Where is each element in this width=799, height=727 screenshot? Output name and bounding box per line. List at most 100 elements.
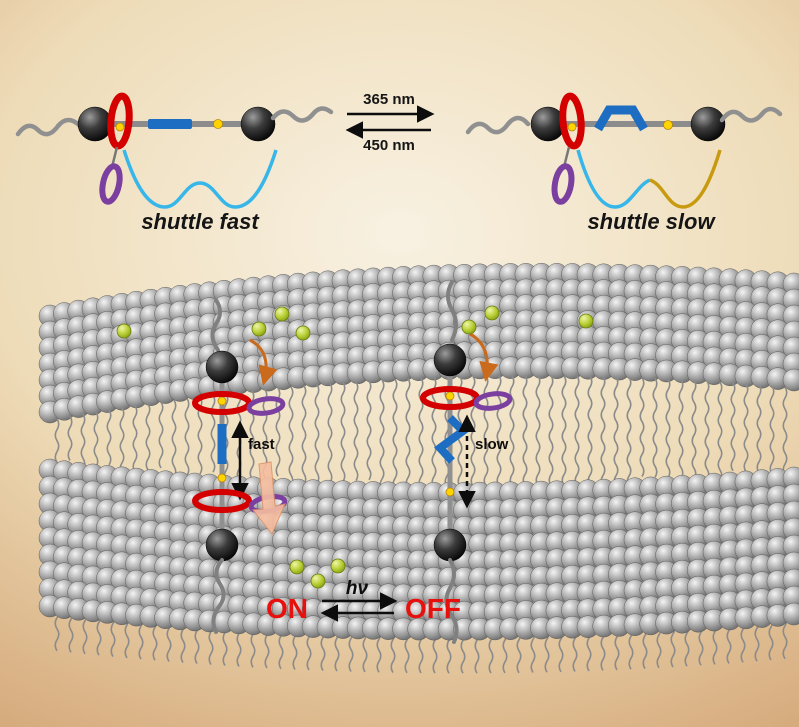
lipid-tail [613, 376, 619, 488]
binding-site-dot [567, 122, 577, 132]
binding-site-dot [217, 396, 227, 406]
lipid-tail [678, 379, 684, 479]
membrane-shuttle-fast: fast [192, 298, 288, 634]
photoswitch-equilibrium: 365 nm 450 nm [345, 91, 435, 154]
lipid-tail [132, 405, 138, 473]
lipid-tail [730, 382, 736, 472]
top-chain [210, 298, 222, 352]
rotaxane-cis-molecule: shuttle slow [465, 92, 783, 234]
wavelength-reverse: 450 nm [363, 137, 415, 154]
lipid-tail [769, 385, 775, 475]
stopper-sphere [240, 106, 276, 142]
lipid-tail [717, 381, 723, 482]
alkyl-chain-right [719, 106, 783, 123]
lipid-tail [93, 411, 99, 468]
azobenzene-cis-station [594, 105, 648, 132]
alkyl-chain-right [270, 106, 334, 123]
lipid-head [782, 602, 799, 626]
binding-site-dot [217, 473, 227, 483]
lipid-tail [379, 379, 385, 491]
lipid-tail [288, 386, 294, 487]
red-macrocycle-lower [192, 489, 252, 513]
fast-label: fast [248, 436, 275, 453]
lipid-tail [574, 375, 580, 487]
lipid-tail [548, 375, 554, 487]
stopper-sphere [433, 343, 467, 377]
lipid-tail [366, 380, 372, 481]
purple-macrocycle [551, 163, 575, 205]
double-well-potential-slow-right [649, 149, 722, 209]
lipid-tail [184, 398, 190, 476]
lipid-tail [327, 383, 333, 483]
ion-group [116, 305, 594, 589]
lipid-tail [80, 413, 86, 470]
lipid-tail [171, 399, 177, 478]
lipid-tail [119, 407, 125, 475]
red-macrocycle [559, 92, 585, 150]
shuttle-fast-label: shuttle fast [141, 209, 260, 234]
ion [251, 321, 267, 337]
azobenzene-trans-station [148, 119, 192, 129]
lipid-tail [639, 377, 645, 478]
hv-label: hν [346, 578, 369, 599]
lipid-tail [756, 384, 762, 474]
double-well-potential-fast [122, 149, 278, 209]
binding-site-dot [663, 120, 673, 130]
lipid-tail [392, 378, 398, 490]
stopper-sphere [433, 528, 467, 562]
double-well-potential-slow-left [576, 149, 651, 209]
wavelength-forward: 365 nm [363, 91, 415, 108]
azobenzene-cis-station [434, 415, 470, 464]
lipid-tail [587, 375, 593, 487]
lipid-tail [743, 383, 749, 473]
ion [578, 313, 594, 329]
ion [461, 319, 477, 335]
lipid-tail [340, 382, 346, 483]
stopper-sphere [77, 106, 113, 142]
ion [310, 573, 326, 589]
lipid-tail [353, 381, 359, 482]
binding-site-dot [213, 119, 223, 129]
shuttle-slow-label: shuttle slow [587, 209, 716, 234]
ion [330, 558, 346, 574]
lipid-tail [158, 401, 164, 469]
lipid-tail [782, 386, 788, 476]
lipid-tail [314, 384, 320, 485]
on-off-equilibrium: ON hν OFF [266, 578, 461, 624]
lipid-tail [522, 375, 528, 487]
ion [295, 325, 311, 341]
stopper-sphere [205, 528, 239, 562]
purple-macrocycle [99, 163, 123, 205]
membrane-shuttle-slow: slow [420, 280, 513, 644]
lipid-tail [210, 394, 216, 473]
purple-macrocycle [473, 391, 513, 411]
lipid-tail [431, 377, 437, 488]
ion-entry-arrow [469, 332, 499, 382]
lipid-tail [54, 418, 60, 464]
lipid-tail [418, 377, 424, 489]
on-label: ON [266, 593, 308, 624]
ion-entry-arrow [249, 338, 278, 386]
lipid-tail [665, 378, 671, 479]
lipid-tail [704, 380, 710, 481]
lipid-head [782, 368, 799, 392]
bottom-chain [444, 558, 459, 644]
binding-site-dot [445, 391, 455, 401]
lipid-tail [106, 409, 112, 466]
lipid-tail [67, 415, 73, 461]
ion [484, 305, 500, 321]
membrane-interior-tails [54, 375, 788, 491]
stopper-sphere [205, 350, 239, 384]
purple-macrocycle [246, 396, 286, 416]
azobenzene-trans-station [217, 424, 227, 464]
lipid-tail [691, 379, 697, 480]
membrane-top-leaflet [38, 262, 799, 424]
lipid-tail [301, 385, 307, 486]
red-macrocycle [107, 92, 133, 150]
ion [116, 323, 132, 339]
top-chain [446, 280, 458, 342]
lipid-tail [145, 403, 151, 471]
ion-release-arrow [252, 461, 286, 535]
